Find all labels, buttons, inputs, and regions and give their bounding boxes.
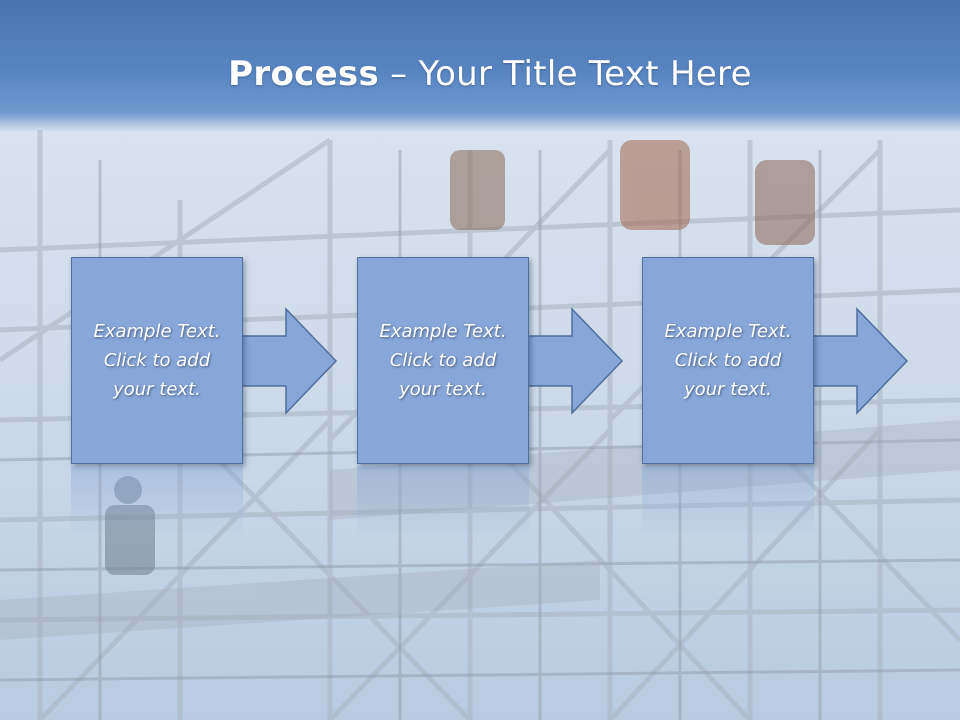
title-bar [0, 0, 960, 132]
step-text-1: Example Text. Click to add your text. [87, 317, 226, 404]
title-rest: – Your Title Text Here [379, 54, 752, 94]
process-step-box-3[interactable]: Example Text. Click to add your text. [642, 257, 814, 464]
step-text-2: Example Text. Click to add your text. [373, 317, 512, 404]
step-2-line-2: Click to add [389, 350, 497, 371]
step-3-reflection [642, 466, 814, 536]
process-arrow-1[interactable] [238, 306, 340, 416]
slide-title[interactable]: Process – Your Title Text Here [0, 52, 960, 96]
step-3-line-3: your text. [684, 379, 772, 400]
step-1-line-3: your text. [113, 379, 201, 400]
step-2-line-1: Example Text. [379, 321, 507, 342]
step-text-3: Example Text. Click to add your text. [658, 317, 797, 404]
process-arrow-3[interactable] [809, 306, 911, 416]
process-step-box-1[interactable]: Example Text. Click to add your text. [71, 257, 243, 464]
process-step-box-2[interactable]: Example Text. Click to add your text. [357, 257, 529, 464]
step-2-line-3: your text. [399, 379, 487, 400]
title-strong: Process [228, 54, 380, 94]
step-2-reflection [357, 466, 529, 536]
step-1-line-1: Example Text. [93, 321, 221, 342]
step-1-reflection [71, 466, 243, 536]
step-3-line-2: Click to add [674, 350, 782, 371]
step-3-line-1: Example Text. [664, 321, 792, 342]
process-arrow-2[interactable] [524, 306, 626, 416]
step-1-line-2: Click to add [103, 350, 211, 371]
